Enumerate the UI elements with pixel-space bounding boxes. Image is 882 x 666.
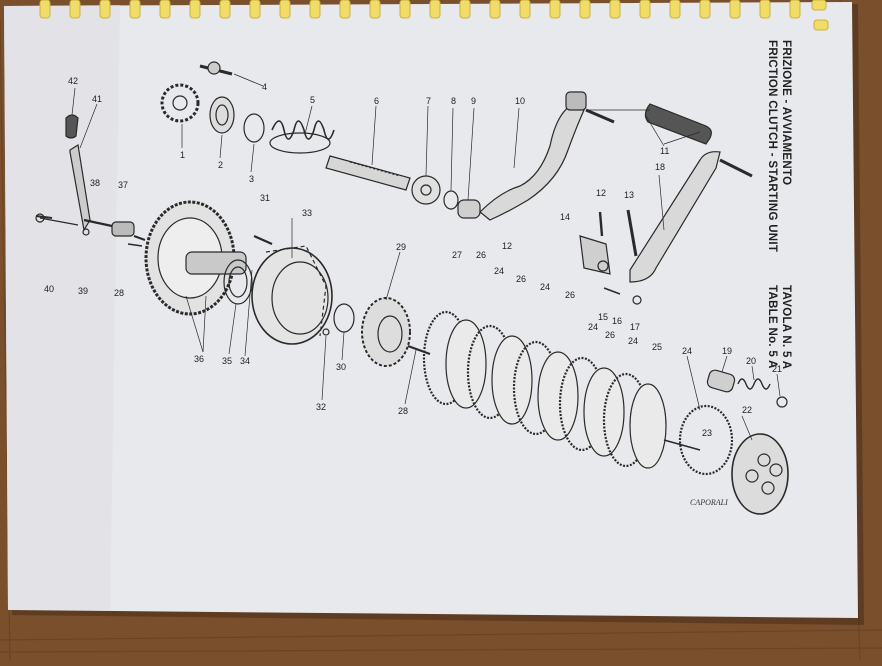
part-label: 26: [516, 274, 527, 284]
part-label: 41: [92, 94, 103, 104]
part-label: 3: [249, 174, 255, 184]
spiral-side: [811, 0, 829, 31]
part-label: 27: [452, 250, 463, 260]
parts-drawing: [35, 61, 789, 515]
part-label: 18: [655, 162, 666, 172]
part-label: 38: [90, 178, 101, 188]
part-label: 9: [471, 96, 477, 106]
part-label: 22: [742, 405, 753, 415]
part-label: 42: [68, 76, 79, 86]
part-label: 25: [652, 342, 663, 352]
part-label: 5: [310, 95, 316, 105]
part-label: 24: [628, 336, 639, 346]
part-label: 35: [222, 356, 233, 366]
title-english: FRICTION CLUTCH - STARTING UNIT: [766, 40, 778, 253]
part-label: 11: [660, 146, 670, 156]
part-label: 24: [540, 282, 551, 292]
part-label: 19: [722, 346, 733, 356]
part-label: 21: [772, 364, 783, 374]
part-label: 6: [374, 96, 380, 106]
table-number-english: TABLE No. 5 A: [766, 285, 778, 369]
part-label: 13: [624, 190, 635, 200]
part-label: 4: [262, 82, 268, 92]
title-block: FRIZIONE - AVVIAMENTO FRICTION CLUTCH - …: [722, 40, 802, 400]
part-label: 26: [476, 250, 487, 260]
spiral-binding: [39, 0, 801, 19]
part-label: 26: [605, 330, 616, 340]
part-label: 2: [218, 160, 224, 170]
part-label: 23: [702, 428, 713, 438]
part-label: 10: [515, 96, 526, 106]
part-label: 7: [426, 96, 432, 106]
part-label: 12: [502, 241, 513, 251]
part-label: 1: [180, 150, 186, 160]
part-label: 40: [44, 284, 55, 294]
table-number-italian: TAVOLA N. 5 A: [780, 285, 792, 370]
part-label: 17: [630, 322, 641, 332]
part-label: 29: [396, 242, 407, 252]
title-italian: FRIZIONE - AVVIAMENTO: [780, 40, 792, 186]
part-label: 20: [746, 356, 757, 366]
part-label: 24: [494, 266, 505, 276]
part-label: 14: [560, 212, 571, 222]
part-label: 33: [302, 208, 313, 218]
part-label: 31: [260, 193, 271, 203]
artist-signature: CAPORALI: [690, 498, 728, 507]
part-label: 30: [336, 362, 347, 372]
part-label: 12: [596, 188, 607, 198]
part-label: 28: [114, 288, 125, 298]
clutch-plates: [422, 310, 667, 469]
part-label: 37: [118, 180, 129, 190]
part-label: 39: [78, 286, 89, 296]
part-label: 8: [451, 96, 457, 106]
part-label: 32: [316, 402, 327, 412]
part-label: 26: [565, 290, 576, 300]
part-label: 28: [398, 406, 409, 416]
part-label: 16: [612, 316, 623, 326]
part-label: 34: [240, 356, 251, 366]
part-label: 24: [682, 346, 693, 356]
part-label: 24: [588, 322, 599, 332]
part-label: 15: [598, 312, 609, 322]
part-label: 36: [194, 354, 205, 364]
